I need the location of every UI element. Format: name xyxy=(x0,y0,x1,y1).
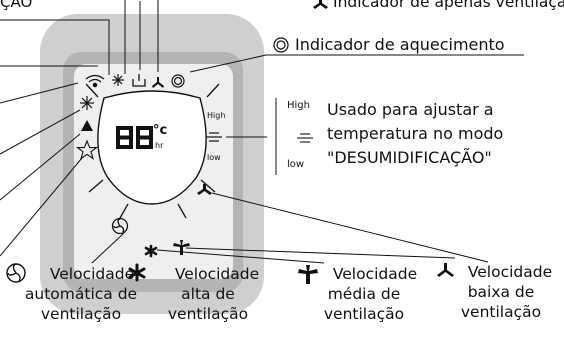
low-fan-icon-display xyxy=(197,184,212,195)
display-unit-hr: hr xyxy=(155,141,164,150)
speed-medium-line-3: ventilação xyxy=(323,305,405,323)
low-fan-icon xyxy=(437,263,454,277)
speed-medium-line-2: média de xyxy=(327,285,401,303)
snowflake-icon-left xyxy=(80,96,94,110)
low-label: low xyxy=(287,159,305,170)
water-tray-icon xyxy=(132,74,146,87)
speed-medium-label: Velocidade média de ventilação xyxy=(299,264,429,324)
speed-medium-line-1: Velocidade xyxy=(332,265,418,283)
speed-high-line-3: ventilação xyxy=(167,305,249,323)
speed-auto-line-1: Velocidade xyxy=(49,265,135,283)
speed-low-line-1: Velocidade xyxy=(467,263,553,281)
high-label: High xyxy=(287,100,310,111)
medium-fan-icon xyxy=(298,265,318,284)
high-fan-icon xyxy=(128,263,146,282)
speed-low-line-2: baixa de xyxy=(467,283,535,301)
speed-low-label: Velocidade baixa de ventilação xyxy=(438,262,564,322)
sun-icon-display xyxy=(171,74,185,88)
auto-fan-icon xyxy=(6,263,26,283)
star-icon xyxy=(75,139,99,160)
partial-label-top-left: ÇÃO xyxy=(0,0,33,11)
dehumidify-icon-display xyxy=(206,132,222,142)
speed-auto-line-2: automática de xyxy=(24,285,138,303)
snowflake-icon-top xyxy=(112,74,124,86)
fan-icon xyxy=(313,0,328,9)
dehumidify-icon xyxy=(297,133,313,143)
display-unit-c: °c xyxy=(153,123,168,138)
speed-high-label: Velocidade alta de ventilação xyxy=(138,264,278,324)
speed-auto-label: Velocidade automática de ventilação xyxy=(6,264,156,324)
wifi-icon xyxy=(85,74,105,88)
heat-icon xyxy=(273,37,289,53)
temp-desc-line-1: Usado para ajustar a xyxy=(327,100,494,119)
speed-auto-line-3: ventilação xyxy=(40,305,122,323)
medium-fan-icon-display xyxy=(173,240,190,255)
fan-icon-display xyxy=(152,77,164,88)
high-fan-icon-display xyxy=(144,244,158,258)
speed-high-line-2: alta de xyxy=(181,285,235,303)
radial-ticks xyxy=(85,83,220,219)
fan-only-label: Indicador de apenas ventilação xyxy=(333,0,564,11)
temp-desc-line-2: temperatura no modo xyxy=(327,124,504,143)
auto-fan-icon-display xyxy=(111,217,129,235)
triangle-icon xyxy=(81,120,93,131)
display-high-label: High xyxy=(207,111,226,120)
leader-lines xyxy=(0,0,524,264)
heating-label: Indicador de aquecimento xyxy=(295,35,505,54)
seven-segment-display xyxy=(116,126,153,149)
speed-low-line-3: ventilação xyxy=(460,303,542,321)
display-low-label: low xyxy=(207,153,221,162)
temp-desc-line-3: "DESUMIDIFICAÇÃO" xyxy=(327,148,492,167)
speed-high-line-1: Velocidade xyxy=(174,265,260,283)
